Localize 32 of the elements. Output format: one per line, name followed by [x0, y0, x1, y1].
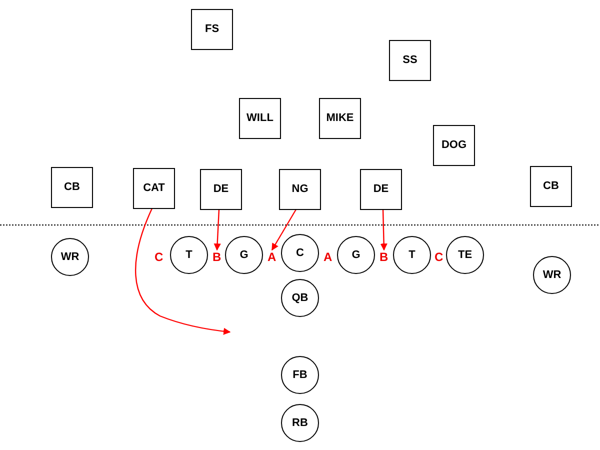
player-circle: T: [393, 236, 431, 274]
defender-box: MIKE: [319, 98, 361, 138]
gap-letter: B: [212, 251, 222, 263]
blitz-arrow: [135, 208, 231, 335]
defender-box: CB: [51, 166, 93, 208]
player-circle: WR: [51, 238, 89, 276]
gap-letter: A: [324, 251, 332, 263]
blitz-arrow: [214, 209, 221, 251]
defender-box: DOG: [433, 124, 475, 166]
defender-box: SS: [389, 40, 431, 80]
player-circle: G: [225, 236, 263, 274]
gap-letter: C: [434, 251, 444, 263]
blitz-arrow: [271, 209, 297, 251]
gap-letter: A: [268, 251, 276, 263]
player-circle: WR: [533, 256, 571, 294]
player-circle: TE: [446, 236, 484, 274]
defender-box: NG: [279, 168, 321, 210]
gap-letter: B: [380, 251, 388, 263]
defender-box: DE: [360, 168, 402, 210]
defender-box: WILL: [239, 98, 281, 138]
defender-box: CB: [530, 166, 572, 206]
player-circle: G: [337, 236, 375, 274]
defender-box: FS: [191, 8, 233, 50]
player-circle: RB: [281, 404, 319, 442]
gap-letter: C: [154, 251, 164, 263]
player-circle: QB: [281, 279, 319, 317]
defender-box: DE: [200, 168, 242, 210]
blitz-arrow: [380, 209, 388, 251]
player-circle: FB: [281, 356, 319, 394]
defender-box: CAT: [133, 168, 175, 208]
player-circle: C: [281, 234, 319, 272]
player-circle: T: [170, 236, 208, 274]
